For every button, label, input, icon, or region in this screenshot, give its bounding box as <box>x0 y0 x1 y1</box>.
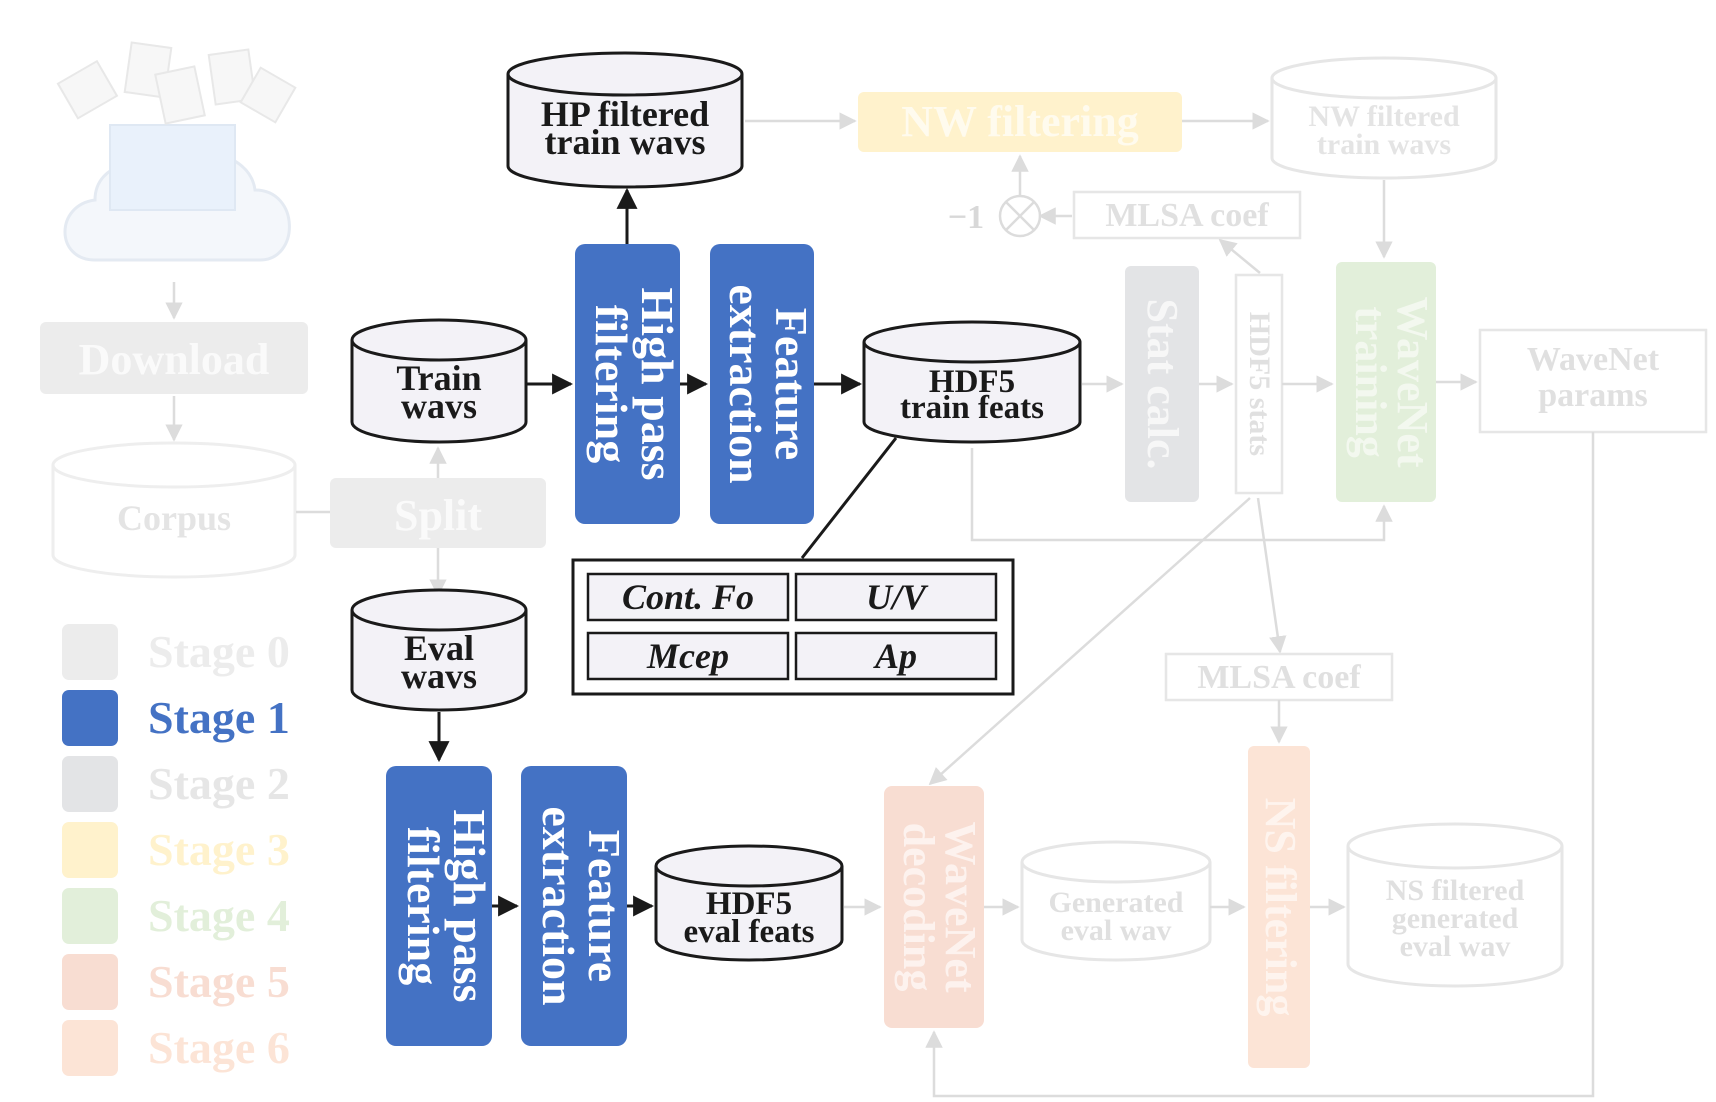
legend-label-stage5: Stage 5 <box>148 956 290 1007</box>
mlsa-coef-bottom-box <box>1164 652 1394 702</box>
download-label: Download <box>79 335 270 384</box>
wavenet-decoding-line2: decoding <box>894 823 943 992</box>
wavenet-training-line2: training <box>1346 306 1395 458</box>
wavenet-training-box <box>1336 262 1436 502</box>
stat-calc-box <box>1125 266 1199 502</box>
feature-label-mcep: Mcep <box>646 636 729 676</box>
hp-filtering-eval-line2: filtering <box>398 827 449 985</box>
nw-filtered-cylinder <box>1270 56 1498 180</box>
mlsa-coef-top-label: MLSA coef <box>1105 197 1269 234</box>
feature-extraction-eval-line1: Feature <box>579 830 630 982</box>
feature-label-uv: U/V <box>866 577 929 617</box>
hdf5-eval-line1: HDF5 <box>706 886 792 922</box>
hdf5-stats-box <box>1234 273 1284 495</box>
ns-filtered-line1: NS filtered <box>1386 874 1525 907</box>
hp-filtering-train-line1: High pass <box>632 287 683 480</box>
eval-wavs-cylinder <box>350 588 528 712</box>
hp-filtered-cylinder <box>506 51 744 189</box>
legend-label-stage6: Stage 6 <box>148 1022 290 1073</box>
stage1-layer: HP filtered train wavs Train wavs High p… <box>350 51 1082 1046</box>
mlsa-coef-bottom-label: MLSA coef <box>1197 659 1361 696</box>
generated-eval-cylinder <box>1020 840 1212 962</box>
wavenet-params-line1: WaveNet <box>1527 341 1660 378</box>
minus-one-label: −1 <box>948 199 984 236</box>
ns-filtered-line3: eval wav <box>1400 930 1511 963</box>
nw-filtered-line1: NW filtered <box>1308 100 1460 133</box>
nw-filtering-label: NW filtering <box>901 97 1139 146</box>
hdf5-stats-label: HDF5 stats <box>1243 312 1276 456</box>
hdf5-train-line1: HDF5 <box>929 364 1015 400</box>
feature-extraction-train-line2: extraction <box>720 284 771 483</box>
corpus-cylinder <box>51 441 297 579</box>
ns-filtering-box <box>1248 746 1310 1068</box>
legend-label-stage2: Stage 2 <box>148 758 290 809</box>
wavenet-decoding-box <box>884 786 984 1028</box>
corpus-label: Corpus <box>117 498 231 538</box>
feature-extraction-eval-line2: extraction <box>533 806 584 1005</box>
faded-layer: Download Corpus Split NW filtering NW fi… <box>40 41 1708 1098</box>
hp-filtering-train-line2: filtering <box>586 305 637 463</box>
train-wavs-line1: Train <box>396 358 481 398</box>
legend-label-stage3: Stage 3 <box>148 824 290 875</box>
feature-extraction-train-line1: Feature <box>766 308 817 460</box>
hp-filtering-eval-box <box>386 766 492 1046</box>
legend-swatch-stage2 <box>62 756 118 812</box>
split-box <box>330 478 546 548</box>
wavenet-params-line2: params <box>1538 377 1648 414</box>
legend-swatch-stage5 <box>62 954 118 1010</box>
ns-filtered-line2: generated <box>1392 902 1519 935</box>
eval-wavs-line1: Eval <box>404 628 474 668</box>
mlsa-coef-top-box <box>1072 190 1302 240</box>
ns-filtered-cylinder <box>1346 822 1564 988</box>
wavenet-decoding-line1: WaveNet <box>936 821 985 992</box>
hp-filtered-line1: HP filtered <box>541 94 709 134</box>
hp-filtered-line2: train wavs <box>545 122 706 162</box>
generated-eval-line2: eval wav <box>1061 914 1172 947</box>
wavenet-training-line1: WaveNet <box>1388 296 1437 467</box>
hp-filtering-train-box <box>575 244 680 524</box>
multiply-icon <box>998 194 1042 238</box>
legend-label-stage1: Stage 1 <box>148 692 290 743</box>
legend-label-stage0: Stage 0 <box>148 626 290 677</box>
nw-filtering-box <box>858 92 1182 152</box>
download-box <box>40 322 308 394</box>
hdf5-eval-line2: eval feats <box>683 914 814 950</box>
split-label: Split <box>394 491 482 540</box>
stat-calc-label: Stat calc. <box>1138 298 1187 469</box>
legend: Stage 0 Stage 1 Stage 2 Stage 3 Stage 4 … <box>62 624 290 1076</box>
feature-cell-ap <box>794 631 998 681</box>
hdf5-train-feats-cylinder <box>862 320 1082 444</box>
legend-swatch-stage6 <box>62 1020 118 1076</box>
feature-cell-mcep <box>586 631 790 681</box>
ns-filtering-label: NS filtering <box>1256 798 1305 1017</box>
feature-cell-uv <box>794 572 998 622</box>
cloud-download-icon <box>56 41 297 262</box>
nw-filtered-line2: train wavs <box>1317 128 1451 161</box>
eval-wavs-line2: wavs <box>401 656 477 696</box>
feature-cell-cont-fo <box>586 572 790 622</box>
feature-extraction-train-box <box>710 244 814 524</box>
train-wavs-cylinder <box>350 318 528 444</box>
hp-filtering-eval-line1: High pass <box>444 809 495 1002</box>
legend-swatch-stage1 <box>62 690 118 746</box>
hdf5-train-line2: train feats <box>900 390 1044 426</box>
legend-swatch-stage4 <box>62 888 118 944</box>
hdf5-eval-feats-cylinder <box>654 844 844 962</box>
feature-extraction-eval-box <box>521 766 627 1046</box>
train-wavs-line2: wavs <box>401 386 477 426</box>
legend-label-stage4: Stage 4 <box>148 890 290 941</box>
legend-swatch-stage3 <box>62 822 118 878</box>
legend-swatch-stage0 <box>62 624 118 680</box>
feature-label-cont-fo: Cont. Fo <box>622 577 754 617</box>
generated-eval-line1: Generated <box>1049 886 1184 919</box>
feature-label-ap: Ap <box>873 636 917 676</box>
